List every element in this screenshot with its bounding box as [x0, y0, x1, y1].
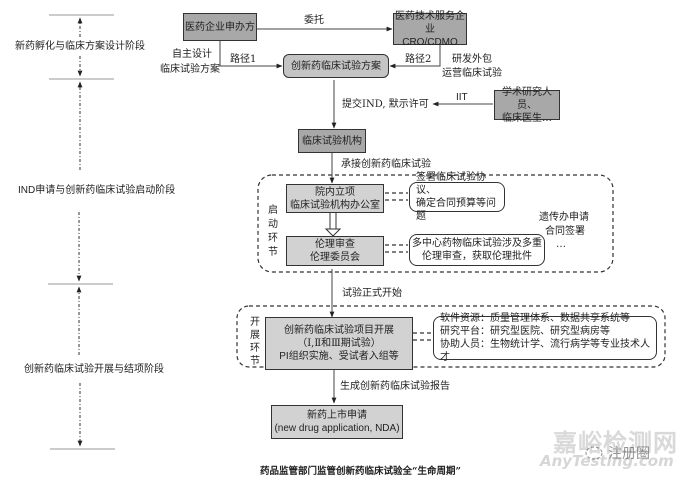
institution-node: 临床试验机构: [298, 129, 366, 153]
protocol-label: 创新药临床试验方案: [291, 60, 381, 72]
iit-label: IIT: [456, 92, 468, 103]
self-design-line2: 临床试验方案: [160, 64, 220, 75]
path1-label: 路径1: [230, 54, 257, 65]
contract-note-line2: 确定合同预算等问题: [416, 198, 496, 222]
conduct-label-char: 开: [250, 317, 260, 328]
nda-label-line2: (new drug application, NDA): [274, 423, 400, 434]
multicenter-note: 多中心药物临床试验涉及多重 伦理审查，获取伦理批件: [409, 234, 545, 266]
startup-label-char: 节: [268, 247, 278, 258]
undertake-label: 承接创新药临床试验: [341, 159, 431, 170]
sponsor-label: 医药企业申办方: [185, 21, 255, 33]
arrow-approval-to-ethics: [324, 213, 342, 237]
watermark-brand-cn: 嘉峪检测网: [553, 429, 678, 457]
multicenter-note-line2: 伦理审查，获取伦理批件: [422, 251, 532, 262]
phase-label-ind: IND申请与创新药临床试验启动阶段: [18, 185, 176, 196]
watermark-brand-en: AnyTesting.com: [540, 452, 674, 470]
conduct-label-char: 展: [250, 330, 260, 341]
cro-label-line2: CRO/CDMO: [402, 36, 458, 48]
trial-label-line1: 创新药临床试验项目开展: [284, 325, 394, 336]
protocol-node: 创新药临床试验方案: [283, 54, 389, 78]
resources-note: 软件资源：质量管理体系、数据共享系统等 研究平台：研究型医院、研究型病房等 协助…: [433, 313, 657, 363]
wechat-icon: [585, 445, 603, 460]
academic-label-line1: 学术研究人员、: [502, 86, 552, 111]
arrow-path1: [219, 41, 283, 69]
ethics-label-line2: 伦理委员会: [310, 252, 360, 263]
startup-group-outline: [257, 174, 614, 273]
outsource-line2: 运营临床试验: [442, 68, 502, 79]
contract-note-line1: 签署临床试验协议、: [416, 172, 486, 196]
startup-side-line3: …: [556, 239, 566, 250]
startup-label-char: 动: [268, 219, 278, 230]
phase-arrows: [76, 17, 83, 447]
conduct-group-label: 开 展 环 节: [250, 316, 262, 368]
path2-label: 路径2: [405, 54, 432, 65]
multicenter-note-line1: 多中心药物临床试验涉及多重: [412, 238, 542, 249]
entrust-label: 委托: [304, 15, 324, 26]
trial-label-line3: PI组织实施、受试者入组等: [279, 351, 399, 362]
startup-group-label: 启 动 环 节: [268, 204, 280, 260]
resources-note-line1: 软件资源：质量管理体系、数据共享系统等: [440, 313, 630, 324]
startup-label-char: 环: [268, 233, 278, 244]
conduct-label-char: 节: [250, 356, 260, 367]
figure-caption: 药品监管部门监管创新药临床试验全“生命周期”: [260, 466, 461, 477]
academic-node: 学术研究人员、 临床医生…: [494, 87, 560, 124]
approval-node: 院内立项 临床试验机构办公室: [286, 184, 384, 213]
conduct-label-char: 环: [250, 343, 260, 354]
conduct-group-outline: [236, 305, 666, 368]
phase-dividers: [48, 14, 115, 450]
report-label: 生成创新药临床试验报告: [340, 381, 450, 392]
self-design-line1: 自主设计: [172, 49, 212, 60]
startup-side-line2: 合同签署: [545, 226, 585, 237]
trial-node: 创新药临床试验项目开展 （Ⅰ,Ⅱ和Ⅲ期试验） PI组织实施、受试者入组等: [265, 317, 413, 370]
nda-node: 新药上市申请 (new drug application, NDA): [271, 405, 403, 439]
submit-ind-label: 提交IND, 默示许可: [342, 99, 429, 110]
resources-note-line3: 协助人员：生物统计学、流行病学等专业技术人才: [440, 339, 650, 363]
academic-label-line2: 临床医生…: [502, 112, 552, 124]
approval-label-line1: 院内立项: [315, 186, 355, 198]
watermark-registered: 注册圈: [608, 446, 650, 462]
nda-label-line1: 新药上市申请: [307, 410, 367, 421]
startup-label-char: 启: [268, 205, 278, 216]
trial-label-line2: （Ⅰ,Ⅱ和Ⅲ期试验）: [297, 338, 381, 349]
ethics-node: 伦理审查 伦理委员会: [286, 236, 384, 266]
institution-label: 临床试验机构: [302, 135, 362, 147]
ethics-label-line1: 伦理审查: [315, 239, 355, 250]
cro-label-line1: 医药技术服务企业: [395, 10, 465, 35]
startup-side-line1: 遗传办申请: [539, 212, 589, 223]
outsource-line1: 研发外包: [452, 54, 492, 65]
phase-label-design: 新药孵化与临床方案设计阶段: [15, 41, 145, 52]
sponsor-node: 医药企业申办方: [183, 13, 257, 41]
approval-label-line2: 临床试验机构办公室: [290, 199, 380, 211]
cro-node: 医药技术服务企业 CRO/CDMO: [393, 10, 467, 48]
phase-label-conduct: 创新药临床试验开展与结项阶段: [24, 364, 164, 375]
trial-start-label: 试验正式开始: [342, 288, 402, 299]
resources-note-line2: 研究平台：研究型医院、研究型病房等: [440, 326, 610, 337]
contract-note: 签署临床试验协议、 确定合同预算等问题: [409, 172, 505, 222]
arrow-path2: [389, 45, 441, 69]
